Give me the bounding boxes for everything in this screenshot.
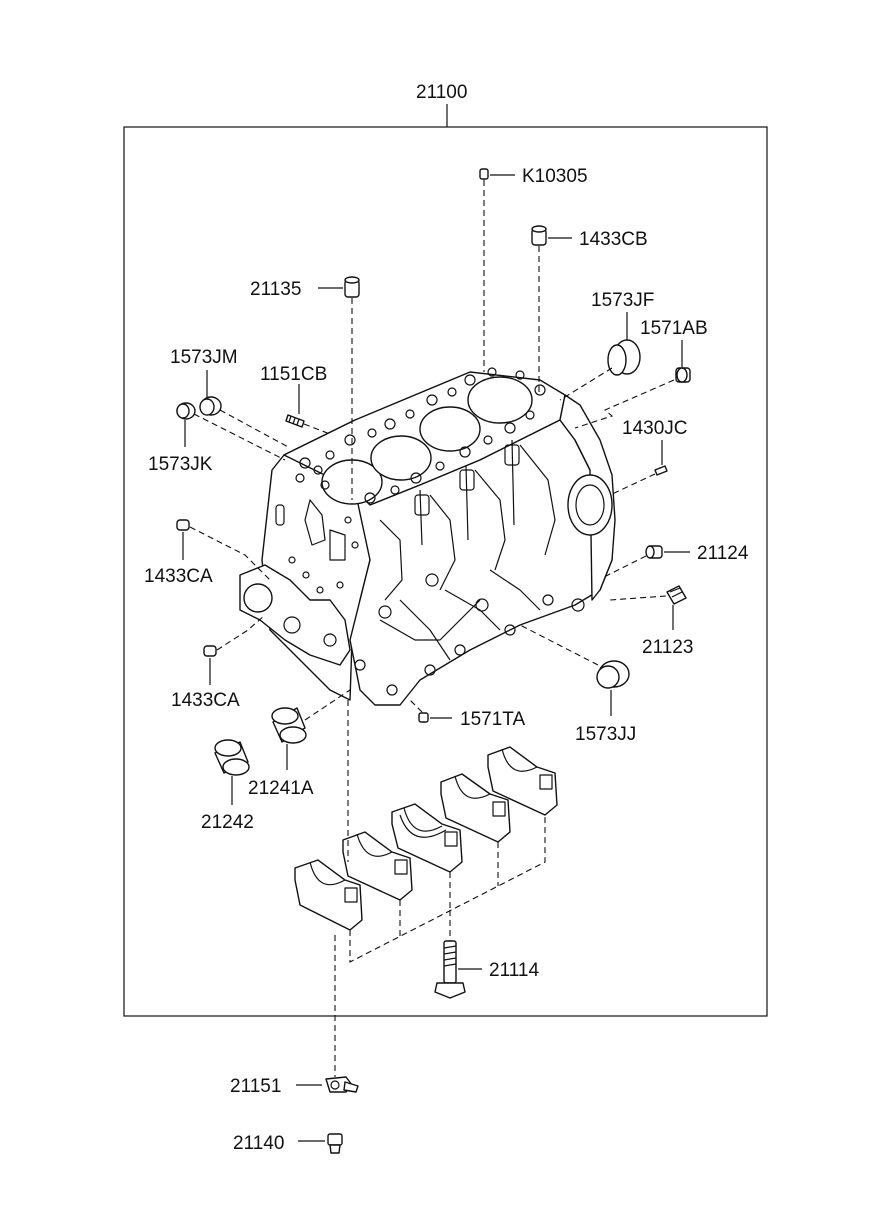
k10305-pin xyxy=(479,168,489,180)
label-1573jk: 1573JK xyxy=(148,454,213,475)
21151-sensor xyxy=(325,1076,359,1093)
21114-bolt xyxy=(434,940,466,999)
label-1571ta: 1571TA xyxy=(460,709,525,730)
label-1573jj: 1573JJ xyxy=(575,724,636,745)
21140-bolt xyxy=(327,1133,343,1154)
label-21123: 21123 xyxy=(642,637,693,658)
label-21114: 21114 xyxy=(489,960,539,981)
21135-dowel xyxy=(344,276,360,298)
label-21242: 21242 xyxy=(201,812,254,833)
label-1433ca-lower: 1433CA xyxy=(171,690,240,711)
1433ca-lower-dowel xyxy=(203,645,217,657)
1573jj-seal xyxy=(596,660,630,689)
label-1433cb: 1433CB xyxy=(579,229,648,250)
main-bearing-caps xyxy=(294,700,558,963)
assembly-frame xyxy=(123,126,768,1017)
1573jm-plug xyxy=(199,396,222,416)
label-1151cb: 1151CB xyxy=(260,364,327,385)
label-21135: 21135 xyxy=(250,279,301,300)
1151cb-stud xyxy=(285,414,305,428)
label-21124: 21124 xyxy=(697,543,749,564)
1571ab-plug xyxy=(675,367,691,383)
1571ta-plug xyxy=(418,712,429,723)
1433ca-upper-dowel xyxy=(176,519,190,531)
label-21241a: 21241A xyxy=(248,778,314,799)
label-1573jm: 1573JM xyxy=(170,347,238,368)
label-1573jf: 1573JF xyxy=(591,290,654,311)
assembly-label: 21100 xyxy=(416,82,467,103)
21241a-bush xyxy=(271,707,307,744)
label-1430jc: 1430JC xyxy=(622,418,688,439)
label-1433ca-upper: 1433CA xyxy=(144,566,213,587)
21123-plug xyxy=(666,585,687,605)
21242-bush xyxy=(214,739,250,776)
1573jf-plug xyxy=(607,339,641,376)
1430jc-pin xyxy=(654,465,668,476)
1433cb-dowel xyxy=(531,225,547,246)
1573jk-plug xyxy=(176,402,196,420)
label-1571ab: 1571AB xyxy=(640,318,708,339)
label-k10305: K10305 xyxy=(522,166,588,187)
label-21140: 21140 xyxy=(233,1133,284,1154)
21124-plug xyxy=(645,545,663,559)
label-21151: 21151 xyxy=(230,1076,281,1097)
